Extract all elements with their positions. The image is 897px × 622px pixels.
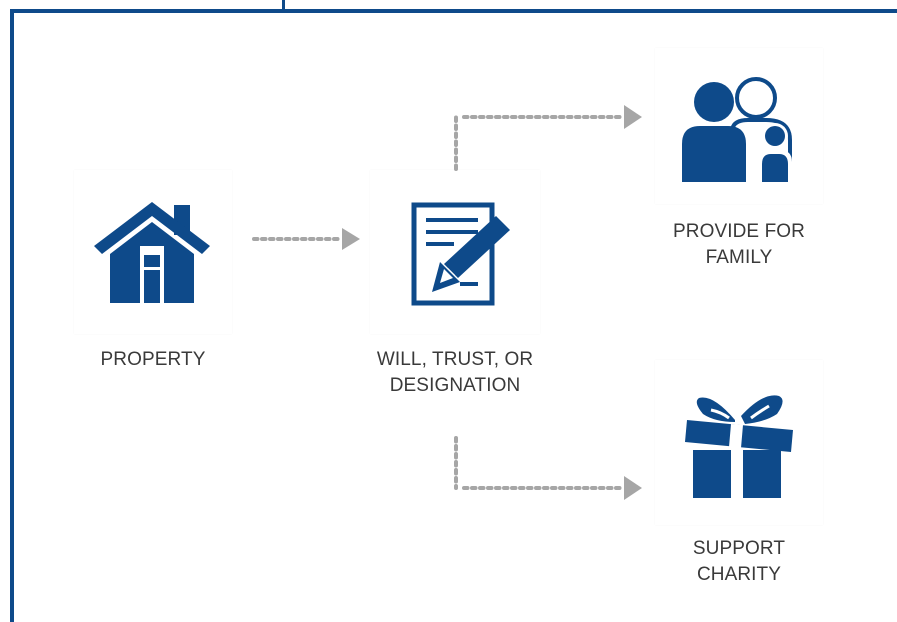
frame-top-border [10, 9, 897, 13]
charity-label-line1: SUPPORT [692, 538, 786, 559]
property-label: PROPERTY [100, 349, 206, 370]
charity-label: SUPPORT CHARITY [640, 536, 838, 588]
family-label: PROVIDE FOR FAMILY [640, 219, 838, 271]
will-label-line2: DESIGNATION [389, 375, 521, 396]
will-label: WILL, TRUST, OR DESIGNATION [345, 347, 565, 399]
charity-label-line2: CHARITY [696, 564, 782, 585]
connector-property-to-will [252, 228, 360, 250]
frame-tick [282, 0, 285, 11]
will-tile [370, 170, 540, 334]
frame-left-border [10, 9, 14, 622]
will-label-line1: WILL, TRUST, OR [376, 349, 534, 370]
connector-will-to-family [454, 105, 642, 171]
gift-icon [685, 395, 793, 498]
family-icon [682, 77, 792, 182]
family-label-line2: FAMILY [705, 247, 773, 268]
family-label-line1: PROVIDE FOR [672, 221, 805, 242]
house-icon [94, 202, 210, 303]
document-pen-icon [411, 202, 510, 306]
connector-will-to-charity [454, 436, 642, 500]
